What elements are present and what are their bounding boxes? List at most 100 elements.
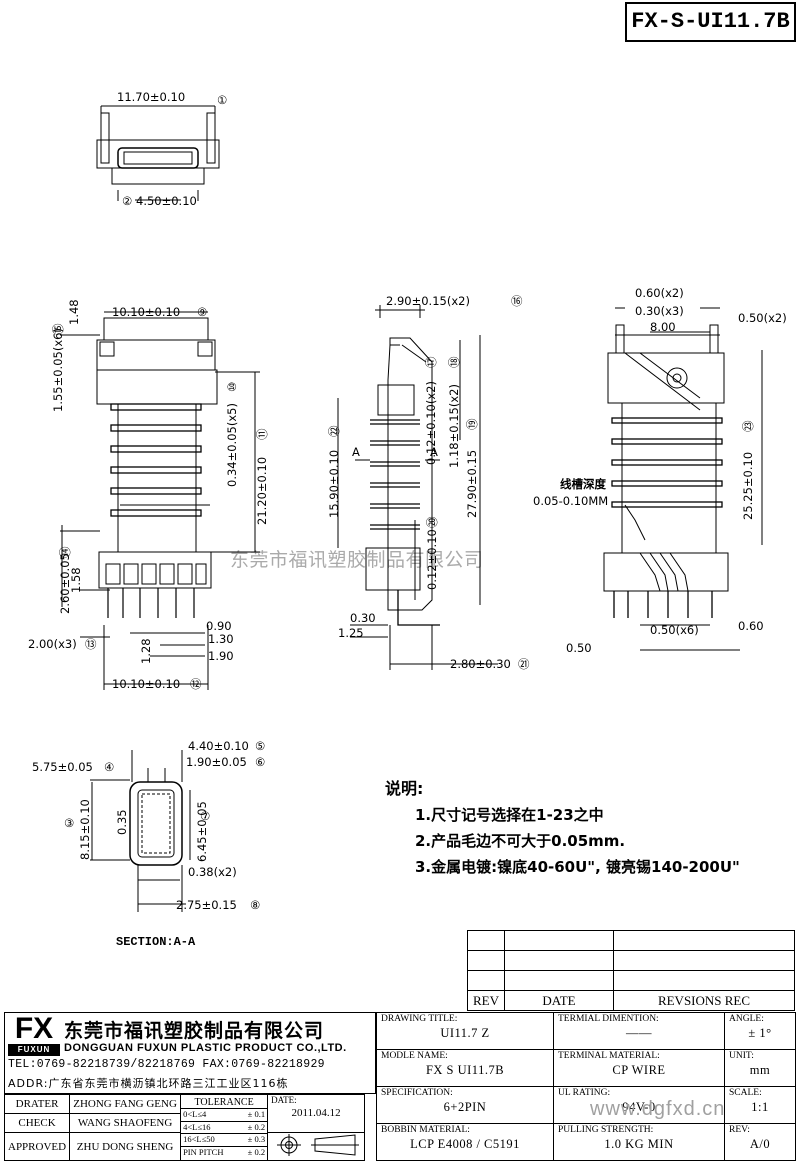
drawing-title-label: DRAWING TITLE:	[381, 1014, 458, 1024]
dim-sect-575: 5.75±0.05	[32, 760, 93, 774]
notes-block: 说明: 1.尺寸记号选择在1-23之中 2.产品毛边不可大于0.05mm. 3.…	[385, 776, 740, 880]
callout-9: ⑨	[197, 305, 207, 319]
dim-front-090: 0.90	[206, 619, 232, 633]
projection-symbol	[267, 1132, 366, 1161]
company-logo: FX FUXUN	[8, 1014, 60, 1058]
dim-right-800: 8.00	[650, 320, 676, 334]
tol-range: PIN PITCH	[183, 1146, 224, 1157]
dim-sect-645: 6.45±0.05	[195, 801, 209, 862]
rev-header: REV	[467, 990, 505, 1011]
dim-front-158: 1.58	[69, 567, 83, 593]
dim-front-200: 2.00(x3)	[28, 637, 77, 651]
dim-front-top: 10.10±0.10	[112, 305, 180, 319]
dim-side-1590: 15.90±0.10	[327, 450, 341, 518]
drawing-id-box: FX-S-UI11.7B	[625, 2, 796, 42]
dim-right-050x6: 0.50(x6)	[650, 623, 699, 637]
dim-sect-038: 0.38(x2)	[188, 865, 237, 879]
date-header: DATE	[504, 990, 614, 1011]
right-view	[603, 307, 763, 651]
dim-front-2120: 21.20±0.10	[255, 457, 269, 525]
company-name-en: DONGGUAN FUXUN PLASTIC PRODUCT CO.,LTD.	[64, 1042, 347, 1054]
callout-19: ⑲	[465, 418, 479, 430]
company-name-cn: 东莞市福讯塑胶制品有限公司	[64, 1020, 325, 1042]
dim-front-130: 1.30	[208, 632, 234, 646]
tol-range: 4<L≤16	[183, 1121, 211, 1132]
dim-side-012b: 0.12±0.10	[425, 529, 439, 590]
tol-range: 16<L≤50	[183, 1134, 215, 1144]
callout-8: ⑧	[250, 898, 260, 912]
callout-4: ④	[104, 760, 114, 774]
date-cell: DATE: 2011.04.12	[267, 1094, 366, 1133]
front-view	[60, 311, 260, 690]
section-label: SECTION:A-A	[116, 935, 196, 949]
unit-label: UNIT:	[729, 1051, 754, 1061]
scale-value: 1:1	[751, 1100, 769, 1114]
signoff-table: DRATER ZHONG FANG GENG TOLERANCE 0<L≤4± …	[3, 1094, 366, 1161]
company-address: ADDR:广东省东莞市横沥镇北环路三江工业区116栋	[8, 1077, 289, 1090]
tolerance-block: TOLERANCE 0<L≤4± 0.1 4<L≤16± 0.2 16<L≤50…	[180, 1094, 269, 1161]
tol-value: ± 0.2	[247, 1146, 266, 1157]
note-item: 2.产品毛边不可大于0.05mm.	[415, 832, 626, 850]
callout-22: ㉒	[327, 425, 341, 437]
dim-sect-440: 4.40±0.10	[188, 739, 249, 753]
callout-2: ②	[122, 194, 132, 208]
rev-label: REV:	[729, 1125, 750, 1135]
tol-value: ± 0.3	[247, 1134, 266, 1144]
groove-depth-value: 0.05-0.10MM	[533, 494, 608, 508]
ul-rating-value: 94V-0	[622, 1100, 656, 1114]
model-label: MODLE NAME:	[381, 1051, 448, 1061]
top-view	[96, 105, 220, 201]
dim-top-inner: 4.50±0.10	[136, 194, 197, 208]
callout-23: ㉓	[741, 420, 755, 432]
revisions-header: REVSIONS REC	[613, 990, 795, 1011]
angle-value: ± 1°	[748, 1026, 772, 1040]
callout-16: ⑯	[511, 294, 523, 308]
model-value: FX S UI11.7B	[425, 1063, 505, 1077]
callout-11: ⑪	[255, 428, 269, 440]
terminal-material-value: CP WIRE	[612, 1063, 666, 1077]
section-view	[90, 750, 191, 912]
terminal-dim-value: ——	[626, 1026, 652, 1040]
role-approved: APPROVED	[3, 1132, 71, 1161]
dim-right-050b: 0.50	[566, 641, 592, 655]
pulling-strength-value: 1.0 KG MIN	[604, 1137, 674, 1151]
terminal-dim-label: TERMIAL DIMENTION:	[558, 1014, 659, 1024]
dim-front-155: 1.55±0.05(x6)	[51, 328, 65, 412]
note-item: 3.金属电镀:镍底40-60U", 镀亮锡140-200U"	[415, 858, 740, 876]
notes-title: 说明:	[385, 779, 424, 798]
specification-label: SPECIFICATION:	[381, 1088, 453, 1098]
dim-front-bottom: 10.10±0.10	[112, 677, 180, 691]
drawing-title-value: UI11.7 Z	[440, 1026, 490, 1040]
callout-6: ⑥	[255, 755, 265, 769]
callout-5: ⑤	[255, 739, 265, 753]
callout-1: ①	[217, 93, 227, 107]
pulling-strength-label: PULLING STRENGTH:	[558, 1125, 654, 1135]
dim-front-148: 1.48	[67, 299, 81, 325]
rev-value: A/0	[749, 1137, 771, 1151]
side-view	[337, 305, 498, 670]
bobbin-material-label: BOBBIN MATERIAL:	[381, 1125, 470, 1135]
company-block	[4, 1012, 376, 1094]
date-label: DATE:	[271, 1095, 297, 1105]
tol-value: ± 0.2	[247, 1121, 266, 1132]
dim-side-top: 2.90±0.15(x2)	[386, 294, 470, 308]
callout-7: ⑦	[200, 809, 210, 823]
callout-3: ③	[64, 816, 74, 830]
tol-value: ± 0.1	[247, 1109, 266, 1119]
callout-12: ⑫	[190, 677, 202, 691]
angle-label: ANGLE:	[729, 1014, 764, 1024]
name-approved: ZHU DONG SHENG	[69, 1132, 182, 1161]
groove-depth-label: 线槽深度	[560, 477, 606, 491]
callout-15: ⑮	[51, 323, 65, 335]
dim-sect-275: 2.75±0.15	[176, 898, 237, 912]
dim-side-012: 0.12±0.10(x2)	[424, 381, 438, 465]
dim-right-050: 0.50(x2)	[738, 311, 787, 325]
dim-right-060b: 0.60	[738, 619, 764, 633]
role-drater: DRATER	[3, 1094, 71, 1114]
role-check: CHECK	[3, 1113, 71, 1133]
revision-table: REV DATE REVSIONS REC	[467, 930, 795, 1011]
callout-21: ㉑	[518, 657, 530, 671]
note-item: 1.尺寸记号选择在1-23之中	[415, 806, 604, 824]
dim-side-030: 0.30	[350, 611, 376, 625]
callout-10: ⑩	[225, 382, 239, 392]
